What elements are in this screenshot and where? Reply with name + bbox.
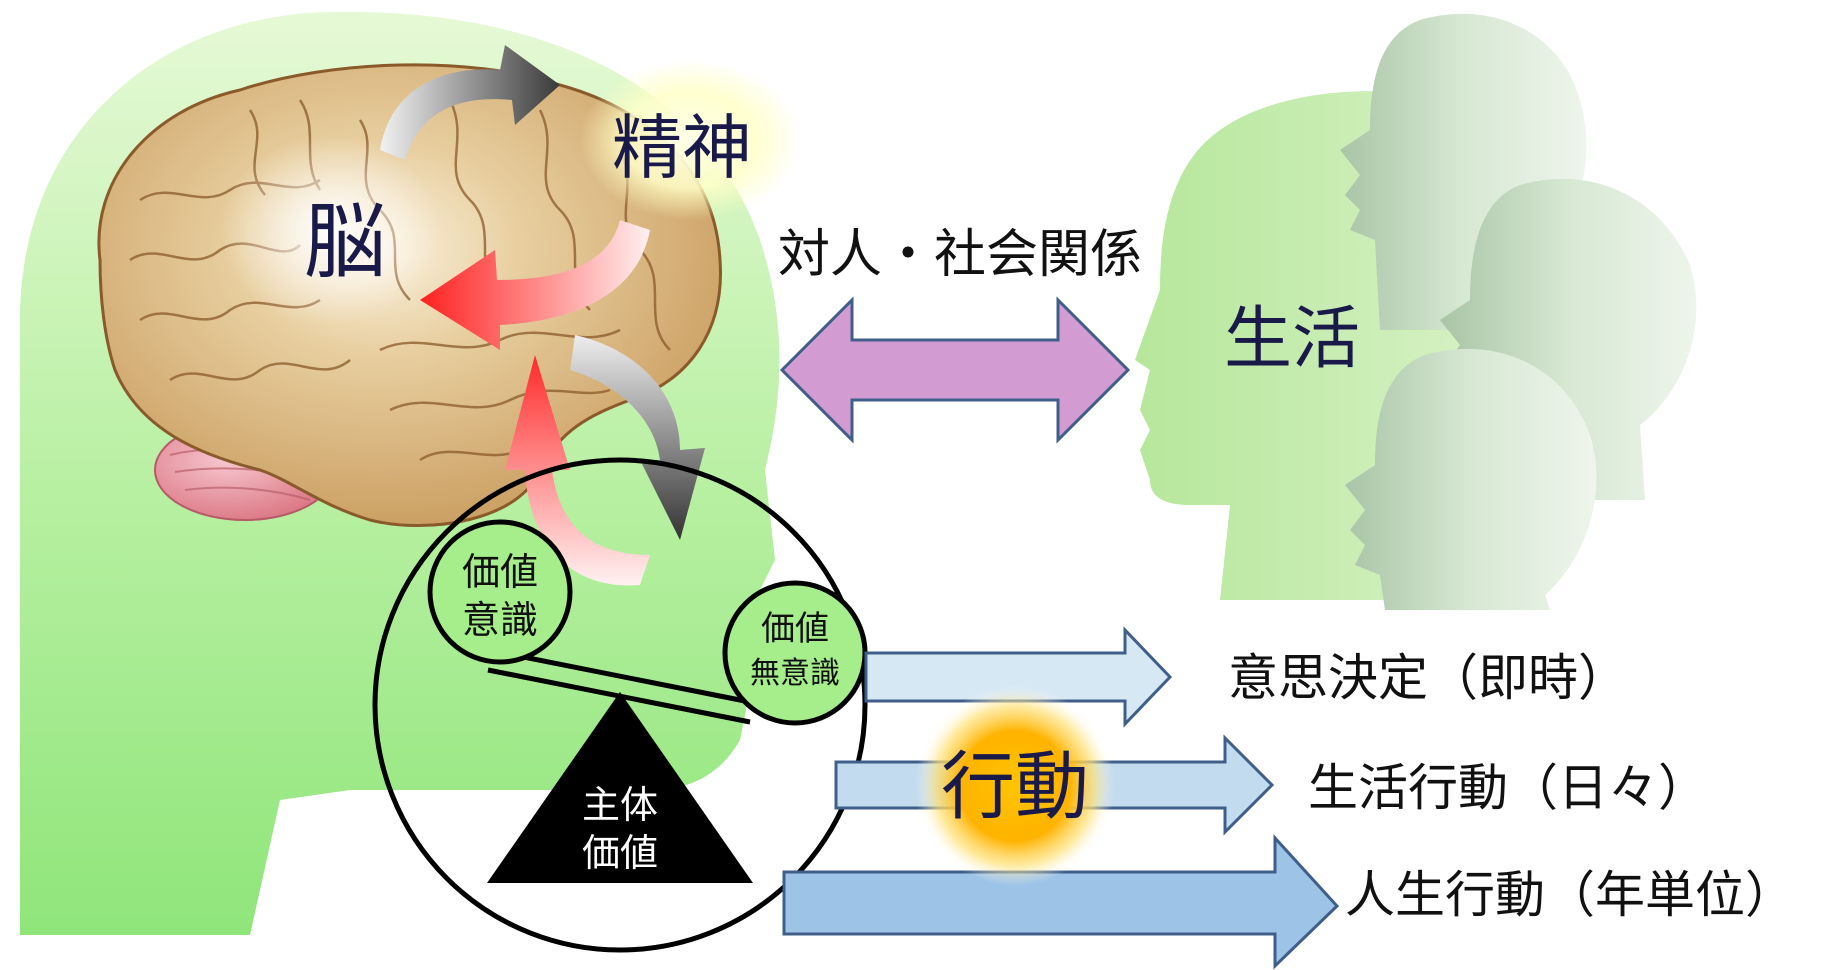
decision-label: 意思決定（即時）: [1228, 649, 1628, 707]
conscious-to-brain-arrow: [505, 355, 650, 586]
mind-glow: [580, 60, 800, 220]
mind-label: 精神: [612, 107, 752, 189]
decision-arrow[interactable]: [864, 626, 1173, 728]
subject-value-label-line1: 主体: [582, 783, 658, 827]
value-unconscious-label-line2: 無意識: [750, 656, 840, 691]
life-action-label: 生活行動（日々）: [1308, 759, 1708, 817]
social-relations-arrow[interactable]: [779, 296, 1131, 444]
profile-head-bottom: [1345, 348, 1597, 610]
life-course-action-arrow[interactable]: [782, 834, 1340, 970]
value-system-circle: [372, 457, 868, 953]
mind-to-brain-arrow: [420, 220, 650, 350]
brain-to-mind-arrow: [380, 45, 560, 160]
social-relations-label: 対人・社会関係: [778, 225, 1142, 285]
brain-label: 脳: [304, 195, 386, 290]
value-conscious-label-line2: 意識: [462, 598, 538, 642]
life-course-action-label: 人生行動（年単位）: [1345, 866, 1795, 924]
life-label: 生活: [1224, 300, 1360, 379]
subject-value-label-line2: 価値: [582, 831, 658, 875]
action-label: 行動: [941, 744, 1089, 830]
brain-to-unconscious-arrow: [570, 335, 705, 540]
value-conscious-circle: [427, 519, 573, 665]
value-conscious-label-line1: 価値: [462, 550, 538, 594]
subject-value-triangle: [487, 692, 753, 883]
value-unconscious-label-line1: 価値: [761, 609, 829, 649]
value-unconscious-circle: [722, 580, 868, 726]
action-glow: [915, 686, 1115, 886]
